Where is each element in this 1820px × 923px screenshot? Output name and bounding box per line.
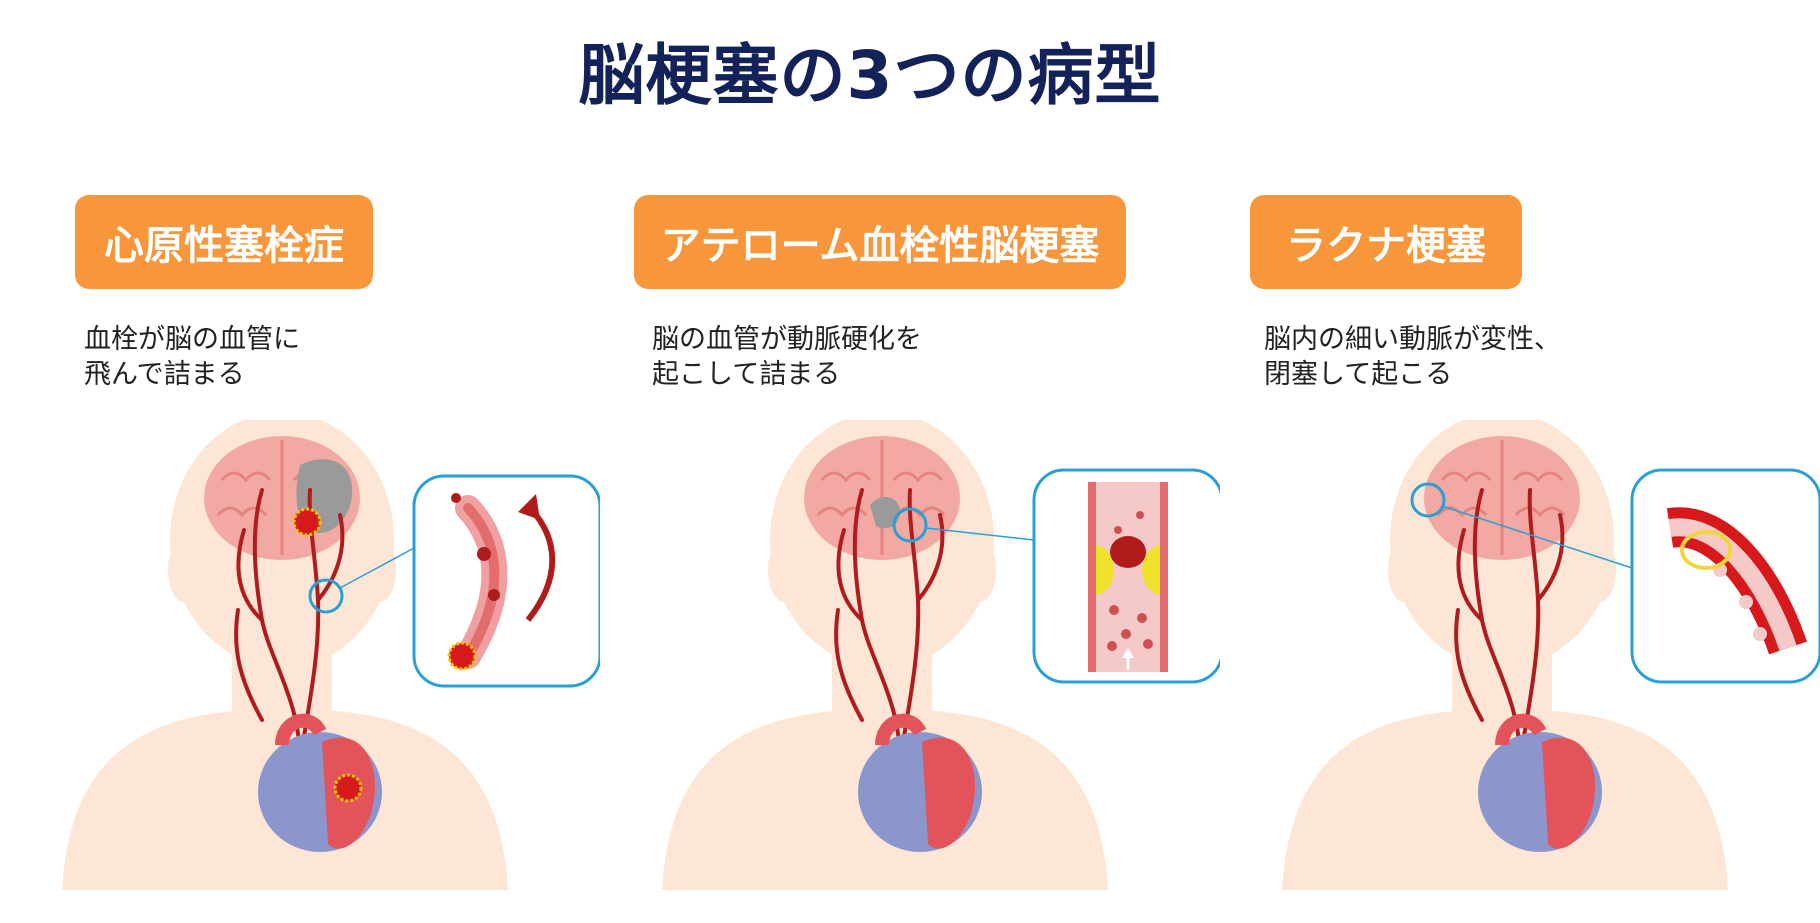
panel-cardioembolic: 心原性塞栓症 血栓が脳の血管に 飛んで詰まる [0, 0, 600, 923]
atherothrombotic-illustration [600, 420, 1220, 900]
panel-atherothrombotic: アテローム血栓性脳梗塞 脳の血管が動脈硬化を 起こして詰まる [600, 0, 1220, 923]
description-line-1: 脳内の細い動脈が変性、 [1264, 322, 1561, 357]
type-badge-atherothrombotic: アテローム血栓性脳梗塞 [634, 195, 1126, 289]
embolus-traveling-icon [414, 476, 600, 686]
type-badge-cardioembolic: 心原性塞栓症 [75, 195, 373, 289]
panel-lacunar: ラクナ梗塞 脳内の細い動脈が変性、 閉塞して起こる [1220, 0, 1820, 923]
lacunar-illustration [1220, 420, 1820, 900]
description-line-2: 飛んで詰まる [84, 357, 300, 392]
brain-icon [1424, 436, 1580, 560]
type-description-lacunar: 脳内の細い動脈が変性、 閉塞して起こる [1264, 322, 1561, 392]
description-line-2: 閉塞して起こる [1264, 357, 1561, 392]
thrombus-in-brain-icon [294, 509, 320, 535]
description-line-1: 脳の血管が動脈硬化を [652, 322, 922, 357]
cardioembolic-illustration [0, 420, 600, 900]
description-line-2: 起こして詰まる [652, 357, 922, 392]
atherosclerotic-plaque-icon [1034, 470, 1220, 682]
small-artery-occlusion-icon [1632, 470, 1820, 682]
type-description-atherothrombotic: 脳の血管が動脈硬化を 起こして詰まる [652, 322, 922, 392]
description-line-1: 血栓が脳の血管に [84, 322, 300, 357]
type-description-cardioembolic: 血栓が脳の血管に 飛んで詰まる [84, 322, 300, 392]
type-badge-lacunar: ラクナ梗塞 [1250, 195, 1522, 289]
